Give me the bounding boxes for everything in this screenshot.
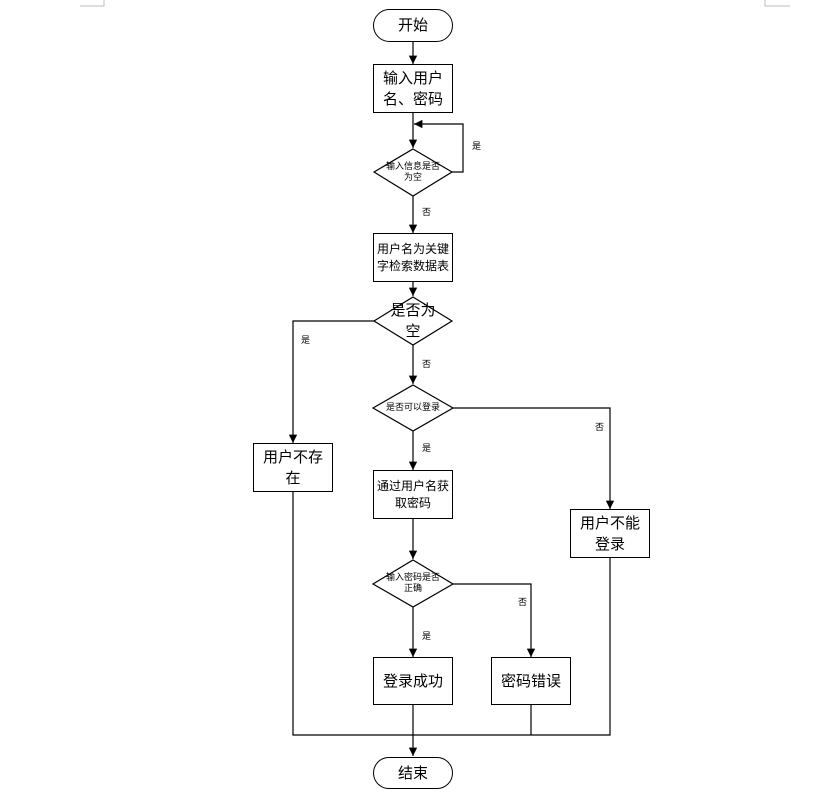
- user-cannot-login-box: 用户不能 登录: [570, 509, 650, 558]
- arrow-empty-yes: [288, 320, 374, 443]
- arrow-check-yes-loop: [414, 119, 464, 173]
- label-input-empty-yes: 是: [472, 142, 482, 152]
- decision-can-login-text: 是否可以登录: [385, 402, 440, 413]
- label-empty-yes: 是: [301, 336, 311, 346]
- label-can-login-no: 否: [595, 423, 605, 433]
- line-not-exist-to-bottom: [292, 492, 611, 736]
- arrow-password-no: [453, 583, 536, 657]
- password-error-box: 密码错误: [491, 657, 571, 705]
- label-input-empty-no: 否: [422, 208, 432, 218]
- get-password-box: 通过用户名获 取密码: [373, 470, 453, 519]
- search-table-box: 用户名为关键 字检索数据表: [373, 233, 453, 282]
- page-corner-marks: [80, 0, 790, 7]
- start-node: 开始: [373, 9, 453, 42]
- decision-password-text: 输入密码是否 正确: [385, 573, 440, 594]
- input-credentials-box: 输入用户 名、密码: [373, 64, 453, 113]
- label-password-yes: 是: [422, 632, 432, 642]
- login-success-box: 登录成功: [373, 657, 453, 705]
- decision-empty-text: 是否为 空: [390, 301, 436, 340]
- label-password-no: 否: [518, 598, 528, 608]
- decision-input-empty-text: 输入信息是否 为空: [385, 162, 440, 183]
- end-node: 结束: [373, 757, 453, 789]
- label-empty-no: 否: [422, 360, 432, 370]
- arrow-can-login-no: [453, 407, 615, 509]
- user-not-exist-box: 用户不存 在: [253, 443, 333, 492]
- label-can-login-yes: 是: [422, 444, 432, 454]
